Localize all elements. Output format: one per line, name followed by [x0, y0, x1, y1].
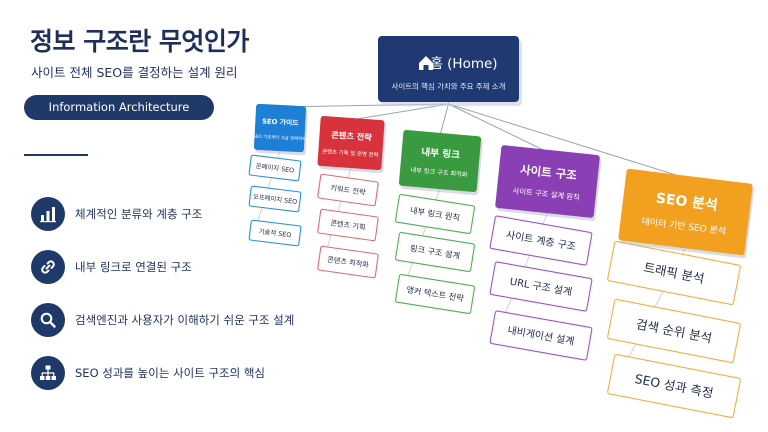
child-node: 사이트 계층 구조: [489, 215, 593, 266]
child-node: 트래픽 분석: [607, 240, 741, 306]
child-node: 온페이지 SEO: [248, 154, 302, 182]
feature-item-hierarchy: 체계적인 분류와 계층 구조: [31, 197, 202, 231]
column-desc: 콘텐츠 기획 및 운영 전략: [322, 147, 379, 159]
child-node: SEO 성과 측정: [607, 353, 741, 419]
column-title: SEO 가이드: [262, 116, 300, 127]
child-node: URL 구조 설계: [489, 261, 593, 312]
child-box: [489, 310, 593, 361]
child-box: [317, 208, 379, 242]
sitemap-icon: [31, 356, 65, 390]
column-box: [495, 145, 600, 218]
divider-line: [24, 154, 88, 156]
column-box: [398, 129, 482, 193]
child-box: [248, 219, 302, 247]
child-box: [317, 173, 379, 207]
link-icon: [31, 250, 65, 284]
feature-text: 체계적인 분류와 계층 구조: [75, 207, 203, 221]
child-box: [489, 215, 593, 266]
column-box: [253, 103, 307, 153]
feature-item-search: 검색엔진과 사용자가 이해하기 쉬운 구조 설계: [31, 303, 294, 337]
column-header-0: SEO 가이드 SEO 기초부터 고급 전략까지: [253, 103, 308, 156]
bar-chart-icon: [31, 197, 65, 231]
page-subtitle: 사이트 전체 SEO를 결정하는 설계 원리: [31, 65, 238, 80]
feature-item-internal-link: 내부 링크로 연결된 구조: [31, 250, 192, 284]
column-box: [618, 168, 753, 256]
feature-item-site-structure: SEO 성과를 높이는 사이트 구조의 핵심: [31, 356, 265, 390]
child-box: [607, 240, 741, 306]
child-box: [607, 298, 741, 364]
child-label: 기술적 SEO: [258, 226, 292, 239]
child-node: 링크 구조 설계: [395, 231, 475, 273]
search-icon: [31, 303, 65, 337]
child-box: [395, 273, 475, 315]
column-box: [317, 116, 385, 170]
home-title: 홈 (Home): [430, 56, 497, 72]
feature-text: SEO 성과를 높이는 사이트 구조의 핵심: [75, 366, 266, 380]
child-box: [395, 231, 475, 273]
column-title: 내부 링크: [421, 146, 461, 161]
child-node: 검색 순위 분석: [607, 298, 741, 364]
child-node: 기술적 SEO: [248, 219, 302, 247]
home-desc: 사이트의 핵심 가치와 주요 주제 소개: [392, 82, 506, 91]
ia-pill-badge: Information Architecture: [24, 95, 214, 120]
child-node: 오프페이지 SEO: [248, 185, 302, 213]
child-node: 내비게이션 설계: [489, 310, 593, 361]
child-box: [395, 193, 475, 235]
child-node: 콘텐츠 최적화: [317, 245, 379, 279]
child-node: 앵커 텍스트 전략: [395, 273, 475, 315]
home-icon: [419, 56, 433, 70]
child-box: [489, 261, 593, 312]
home-node: 홈 (Home) 사이트의 핵심 가치와 주요 주제 소개: [378, 36, 522, 106]
column-title: SEO 분석: [655, 191, 719, 214]
child-box: [317, 245, 379, 279]
child-box: [248, 154, 302, 182]
child-node: 키워드 전략: [317, 173, 379, 207]
page-title: 정보 구조란 무엇인가: [30, 27, 249, 56]
child-node: 콘텐츠 기획: [317, 208, 379, 242]
child-node: 내부 링크 원칙: [395, 193, 475, 235]
feature-text: 내부 링크로 연결된 구조: [75, 260, 192, 274]
column-desc: SEO 기초부터 고급 전략까지: [253, 133, 307, 143]
column-title: 사이트 구조: [519, 163, 577, 183]
home-box: [378, 36, 519, 102]
child-box: [607, 353, 741, 419]
feature-text: 검색엔진과 사용자가 이해하기 쉬운 구조 설계: [75, 313, 295, 327]
child-box: [248, 185, 302, 213]
column-title: 콘텐츠 전략: [331, 130, 373, 143]
